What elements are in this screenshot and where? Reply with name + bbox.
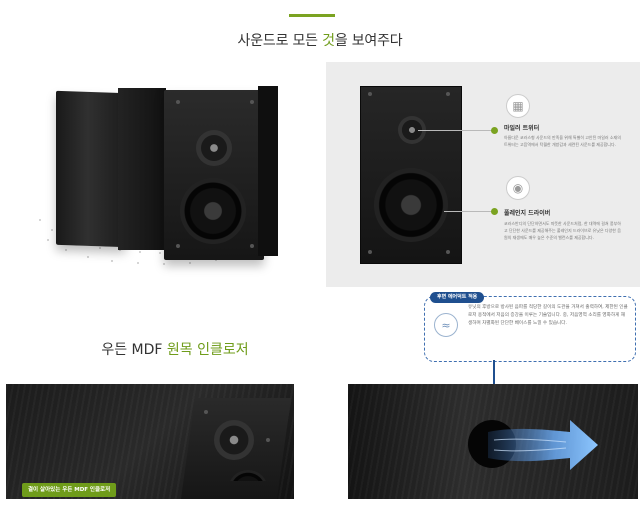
airflow-description: 유닛의 후방으로 방사된 음파를 적당한 길이의 도관을 거쳐서 출력하여, 제…	[468, 305, 628, 326]
woofer-icon	[180, 178, 246, 244]
speaker-left-side	[118, 88, 166, 250]
screw-icon	[176, 244, 180, 248]
feature-desc-driver: 코러스반디의 단단하면서도 따뜻한 사운드처럼, 한 대역에 걸쳐 풍부하고 단…	[504, 221, 621, 240]
callout-dot	[491, 208, 498, 215]
airflow-tag: 후면 에어덕트 적용	[430, 292, 485, 303]
speaker-right-side	[258, 86, 278, 256]
driver-cone-icon: ◉	[506, 176, 530, 200]
screw-icon	[176, 100, 180, 104]
speaker-left-front	[56, 90, 126, 248]
screw-icon	[204, 410, 208, 414]
callout-dot	[491, 127, 498, 134]
screw-icon	[368, 92, 372, 96]
heading-accent-rule	[289, 14, 335, 17]
feature-title-tweeter: 마일러 트위터	[504, 125, 540, 132]
screw-icon	[266, 438, 270, 442]
screw-icon	[250, 100, 254, 104]
section-title-mdf: 우든 MDF 원목 인클로저	[101, 342, 249, 358]
tweeter-icon	[214, 420, 254, 460]
callout-line	[444, 211, 492, 212]
callout-line	[418, 130, 492, 131]
woofer-icon	[228, 470, 268, 481]
screw-icon	[368, 250, 372, 254]
mdf-badge: 결이 살아있는 우든 MDF 인클로저	[22, 483, 117, 497]
airflow-arrow-icon	[488, 420, 598, 470]
screw-icon	[250, 244, 254, 248]
feature-woofer-icon	[374, 168, 448, 242]
feature-title-driver: 풀레인지 드라이버	[504, 210, 551, 217]
feature-desc-tweeter: 아름다운 코러스형 사운드의 만족을 위해 특별히 고안된 마일러 소재의 트위…	[504, 135, 621, 147]
screw-icon	[446, 92, 450, 96]
air-flow-icon: ≈	[434, 313, 458, 337]
airflow-callout	[424, 296, 636, 362]
screw-icon	[446, 250, 450, 254]
tweeter-grid-icon: ▦	[506, 94, 530, 118]
section-title-sound: 사운드로 모든 것을 보여주다	[237, 33, 403, 49]
tweeter-icon	[196, 130, 232, 166]
